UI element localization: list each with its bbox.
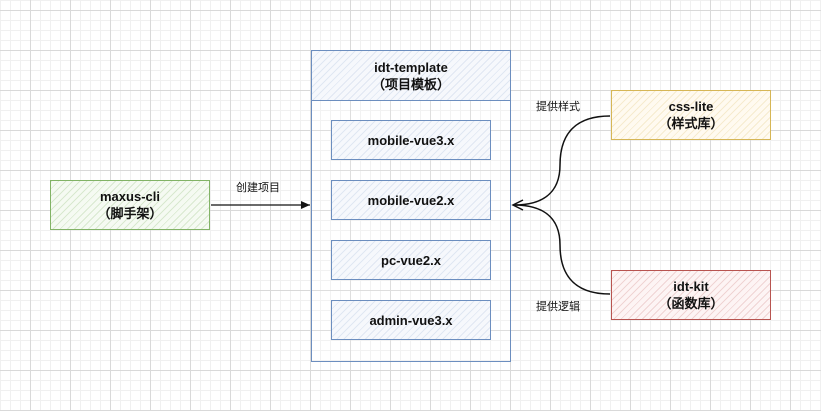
idt-kit-subtitle: （函数库） [658,296,724,311]
template-item-pc-vue2[interactable]: pc-vue2.x [331,240,491,280]
template-item-label: pc-vue2.x [381,252,441,268]
edge-idt-kit-to-template [513,204,611,295]
template-item-admin-vue3[interactable]: admin-vue3.x [331,300,491,340]
template-item-mobile-vue3[interactable]: mobile-vue3.x [331,120,491,160]
maxus-cli-title: maxus-cli [100,189,160,204]
template-item-label: admin-vue3.x [369,312,453,328]
template-item-label: mobile-vue2.x [367,192,455,208]
css-lite-title: css-lite [668,99,714,114]
idt-kit-title: idt-kit [673,279,709,294]
edge-label-provide-logic: 提供逻辑 [536,301,580,313]
css-lite-subtitle: （样式库） [658,116,724,131]
maxus-cli-subtitle: （脚手架） [97,206,163,221]
maxus-cli-node[interactable]: maxus-cli （脚手架） [50,180,210,230]
edge-label-provide-styles: 提供样式 [536,101,580,113]
idt-template-header: idt-template （项目模板） [312,51,510,101]
template-item-mobile-vue2[interactable]: mobile-vue2.x [331,180,491,220]
template-item-label: mobile-vue3.x [367,132,455,148]
edge-label-create-project: 创建项目 [236,182,280,194]
arrowhead-template [511,199,524,211]
idt-template-subtitle: （项目模板） [371,76,450,92]
idt-kit-node[interactable]: idt-kit （函数库） [611,270,771,320]
edge-css-lite-to-template [513,115,611,206]
idt-template-title: idt-template [374,59,448,75]
css-lite-node[interactable]: css-lite （样式库） [611,90,771,140]
